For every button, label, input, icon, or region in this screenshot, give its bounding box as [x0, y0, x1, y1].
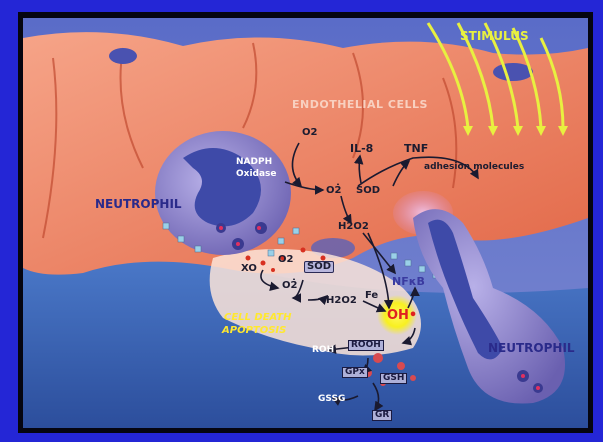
nadph-label: NADPH — [236, 158, 272, 167]
o2-top-label: O2 — [302, 128, 317, 138]
cell-death-label: CELL DEATH — [224, 313, 292, 323]
superoxide-mid-label: O2̇ — [282, 281, 297, 291]
sod-top-label: SOD — [356, 186, 380, 196]
roh-label: ROH — [312, 346, 334, 355]
h2o2-mid-label: H2O2 — [326, 296, 357, 306]
oh-radical-label: OH• — [387, 309, 417, 322]
gpx-label: GPx — [342, 367, 368, 378]
stimulus-label: STIMULUS — [460, 30, 529, 42]
nucleus-2 — [493, 63, 533, 81]
illustration — [23, 18, 588, 428]
neutrophil-left-label: NEUTROPHIL — [95, 198, 182, 210]
superoxide-top-label: O2̇ — [326, 186, 341, 196]
nucleus-1 — [109, 48, 137, 64]
endothelial-cells-label: ENDOTHELIAL CELLS — [292, 99, 428, 110]
oxidase-label: Oxidase — [236, 170, 277, 179]
il8-label: IL-8 — [350, 143, 373, 154]
h2o2-top-label: H2O2 — [338, 222, 369, 232]
sod-box-label: SOD — [304, 261, 334, 273]
gssg-label: GSSG — [318, 395, 345, 404]
tnf-label: TNF — [404, 143, 428, 154]
xo-label: XO — [241, 264, 257, 274]
o2-mid-label: O2 — [278, 255, 293, 265]
fe-label: Fe — [365, 291, 378, 301]
neutrophil-right-label: NEUTROPHIL — [488, 342, 575, 354]
apoptosis-label: APOPTOSIS — [222, 326, 286, 336]
gr-label: GR — [372, 410, 392, 421]
adhesion-molecules-label: adhesion molecules — [424, 163, 524, 172]
nfkb-label: NFκB — [392, 276, 425, 287]
rooh-label: ROOH — [348, 340, 384, 351]
gsh-label: GSH — [380, 373, 407, 384]
